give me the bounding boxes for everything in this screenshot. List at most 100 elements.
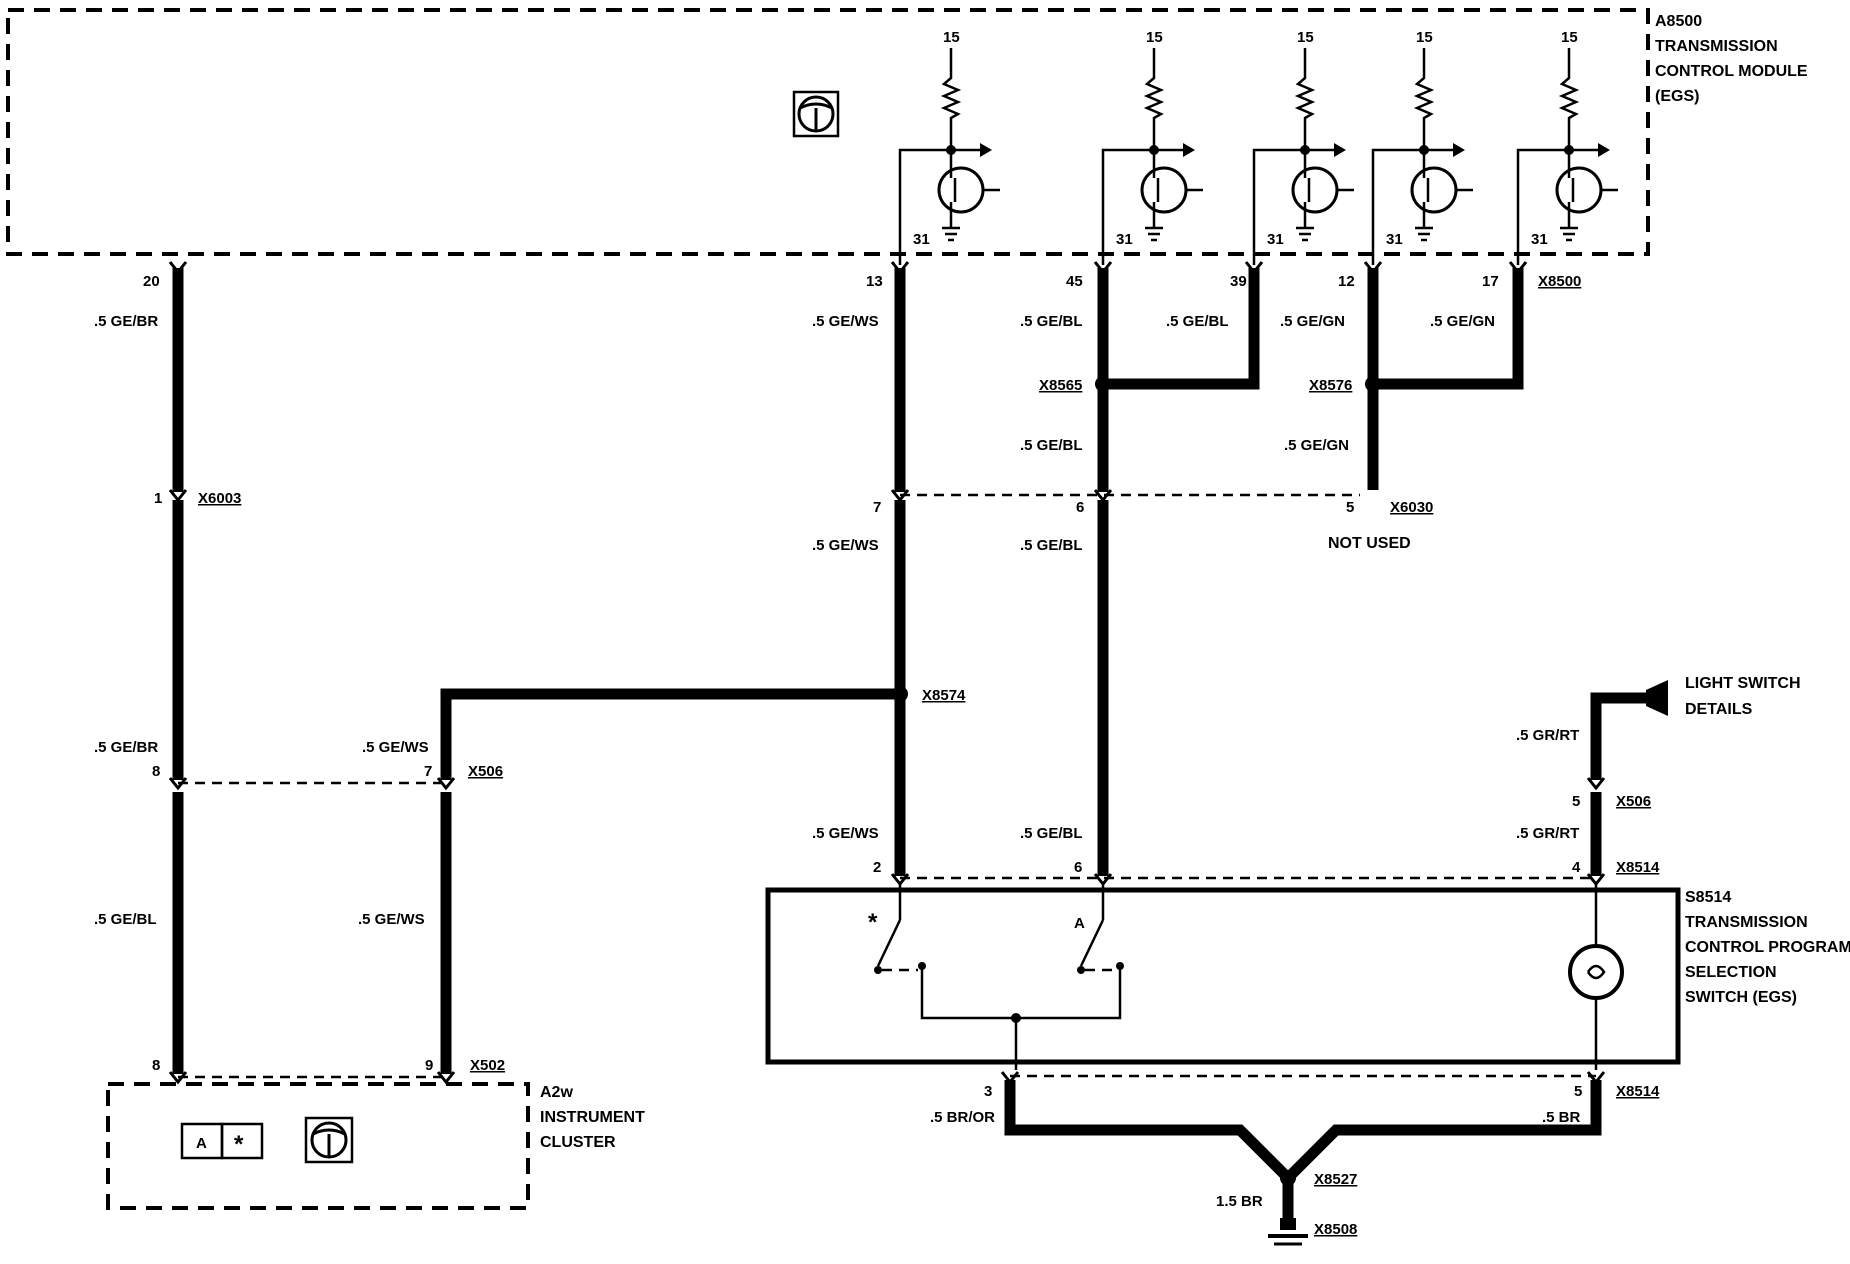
wire-label: .5 GE/WS: [812, 313, 879, 330]
supply-15-label: 15: [1146, 29, 1163, 46]
wire-label: .5 BR: [1542, 1109, 1581, 1126]
tcm-name-line2: CONTROL MODULE: [1655, 63, 1808, 80]
cluster-symbol-icon: [304, 1116, 354, 1164]
ground-31-label: 31: [1116, 231, 1133, 248]
tcm-name-line3: (EGS): [1655, 88, 1699, 105]
pin-label: 8: [152, 763, 160, 780]
splice-dots: [892, 376, 1381, 1186]
pin-label: 9: [425, 1057, 433, 1074]
instrument-cluster: A * A2w INSTRUMENT CLUSTER: [106, 1082, 645, 1210]
wire-label: .5 GE/WS: [358, 911, 425, 928]
wire-label: .5 GR/RT: [1516, 727, 1579, 744]
supply-15-label: 15: [1416, 29, 1433, 46]
connector-id: X8527: [1314, 1171, 1357, 1188]
wire-label: .5 GE/WS: [812, 825, 879, 842]
switch-id: S8514: [1685, 889, 1731, 906]
indicator-lamp-icon: [1568, 944, 1624, 1000]
driver-stage-2: 15 31: [1101, 29, 1203, 265]
wire-label: .5 GE/BL: [1020, 437, 1083, 454]
driver-stage-1: 15 31: [898, 29, 1000, 265]
connector-id: X8514: [1616, 859, 1660, 876]
connector-id: X6003: [198, 490, 241, 507]
ground-31-label: 31: [913, 231, 930, 248]
wire-label: .5 BR/OR: [930, 1109, 995, 1126]
cluster-id: A2w: [540, 1084, 573, 1101]
pin-label: 39: [1230, 273, 1247, 290]
cluster-name-line2: CLUSTER: [540, 1134, 616, 1151]
tcm-module: A8500 TRANSMISSION CONTROL MODULE (EGS): [6, 8, 1808, 256]
wire-label: .5 GE/GN: [1284, 437, 1349, 454]
connector-id: X6030: [1390, 499, 1433, 516]
ground-31-label: 31: [1386, 231, 1403, 248]
switch-name-line1: TRANSMISSION: [1685, 914, 1808, 931]
tcm-name-line1: TRANSMISSION: [1655, 38, 1778, 55]
pin-label: 1: [154, 490, 162, 507]
connector-id: X8576: [1309, 377, 1352, 394]
wire-label: .5 GE/BL: [1020, 825, 1083, 842]
pin-label: 5: [1572, 793, 1580, 810]
wire-label: .5 GE/GN: [1430, 313, 1495, 330]
wire-label: .5 GE/WS: [362, 739, 429, 756]
tcm-module-outline: [6, 8, 1650, 256]
connector-id: X502: [470, 1057, 505, 1074]
switch-contact-star: *: [868, 909, 878, 936]
pin-label: 6: [1074, 859, 1082, 876]
connector-id: X8565: [1039, 377, 1082, 394]
pin-label: 13: [866, 273, 883, 290]
ground-31-label: 31: [1531, 231, 1548, 248]
connector-dashes: [178, 493, 1596, 1079]
ground-31-label: 31: [1267, 231, 1284, 248]
pin-label: 7: [424, 763, 432, 780]
connector-id: X8514: [1616, 1083, 1660, 1100]
switch-contact-a: A: [1074, 915, 1085, 932]
pin-label: 5: [1346, 499, 1354, 516]
connector-id: X8500: [1538, 273, 1581, 290]
pin-label: 20: [143, 273, 160, 290]
tcm-id: A8500: [1655, 13, 1702, 30]
driver-stage-5: 15 31: [1516, 29, 1618, 265]
pin-numbers: 20 13 45 39 12 17 1 7 6 5 8 7 2 6 4 5 8 …: [143, 273, 1582, 1100]
light-switch-line1: LIGHT SWITCH: [1685, 675, 1801, 692]
driver-stage-4: 15 31: [1371, 29, 1473, 265]
connector-id: X506: [468, 763, 503, 780]
pin-label: 17: [1482, 273, 1499, 290]
selection-switch-outline: [765, 887, 1681, 1065]
wire-label: .5 GE/BR: [94, 313, 158, 330]
supply-15-label: 15: [1297, 29, 1314, 46]
cluster-indicator-a: A: [196, 1135, 207, 1152]
wire-labels: .5 GE/BR .5 GE/WS .5 GE/BL .5 GE/BL .5 G…: [94, 313, 1581, 1210]
driver-stage-3: 15 31: [1252, 29, 1354, 265]
ground-icon: [1268, 1218, 1308, 1246]
wire-label: .5 GE/WS: [812, 537, 879, 554]
switch-name-line4: SWITCH (EGS): [1685, 989, 1797, 1006]
wire-label: .5 GE/BL: [94, 911, 157, 928]
light-switch-connector-icon: [1646, 680, 1668, 716]
connector-ids: X8500 X6003 X8565 X8576 X6030 X8574 X506…: [198, 273, 1660, 1238]
pin-label: 45: [1066, 273, 1083, 290]
selection-switch: * A S8514 TRANSMISSION CONTROL PROGRAM S…: [765, 884, 1850, 1070]
connector-id: X8574: [922, 687, 966, 704]
tcm-symbol-icon: [792, 90, 840, 138]
pin-label: 2: [873, 859, 881, 876]
wire-label: .5 GR/RT: [1516, 825, 1579, 842]
pin-label: 8: [152, 1057, 160, 1074]
wire-label: .5 GE/BL: [1020, 313, 1083, 330]
connector-id: X506: [1616, 793, 1651, 810]
pin-label: 3: [984, 1083, 992, 1100]
pin-label: 6: [1076, 499, 1084, 516]
pin-label: 4: [1572, 859, 1581, 876]
switch-name-line3: SELECTION: [1685, 964, 1777, 981]
cluster-name-line1: INSTRUMENT: [540, 1109, 645, 1126]
connector-id: X8508: [1314, 1221, 1357, 1238]
wire-label: .5 GE/GN: [1280, 313, 1345, 330]
instrument-cluster-outline: [106, 1082, 530, 1210]
not-used-label: NOT USED: [1328, 535, 1411, 552]
supply-15-label: 15: [1561, 29, 1578, 46]
wire-label: .5 GE/BL: [1020, 537, 1083, 554]
light-switch-line2: DETAILS: [1685, 701, 1753, 718]
wire-label: .5 GE/BL: [1166, 313, 1229, 330]
pin-label: 12: [1338, 273, 1355, 290]
wire-label: 1.5 BR: [1216, 1193, 1263, 1210]
pin-label: 5: [1574, 1083, 1582, 1100]
